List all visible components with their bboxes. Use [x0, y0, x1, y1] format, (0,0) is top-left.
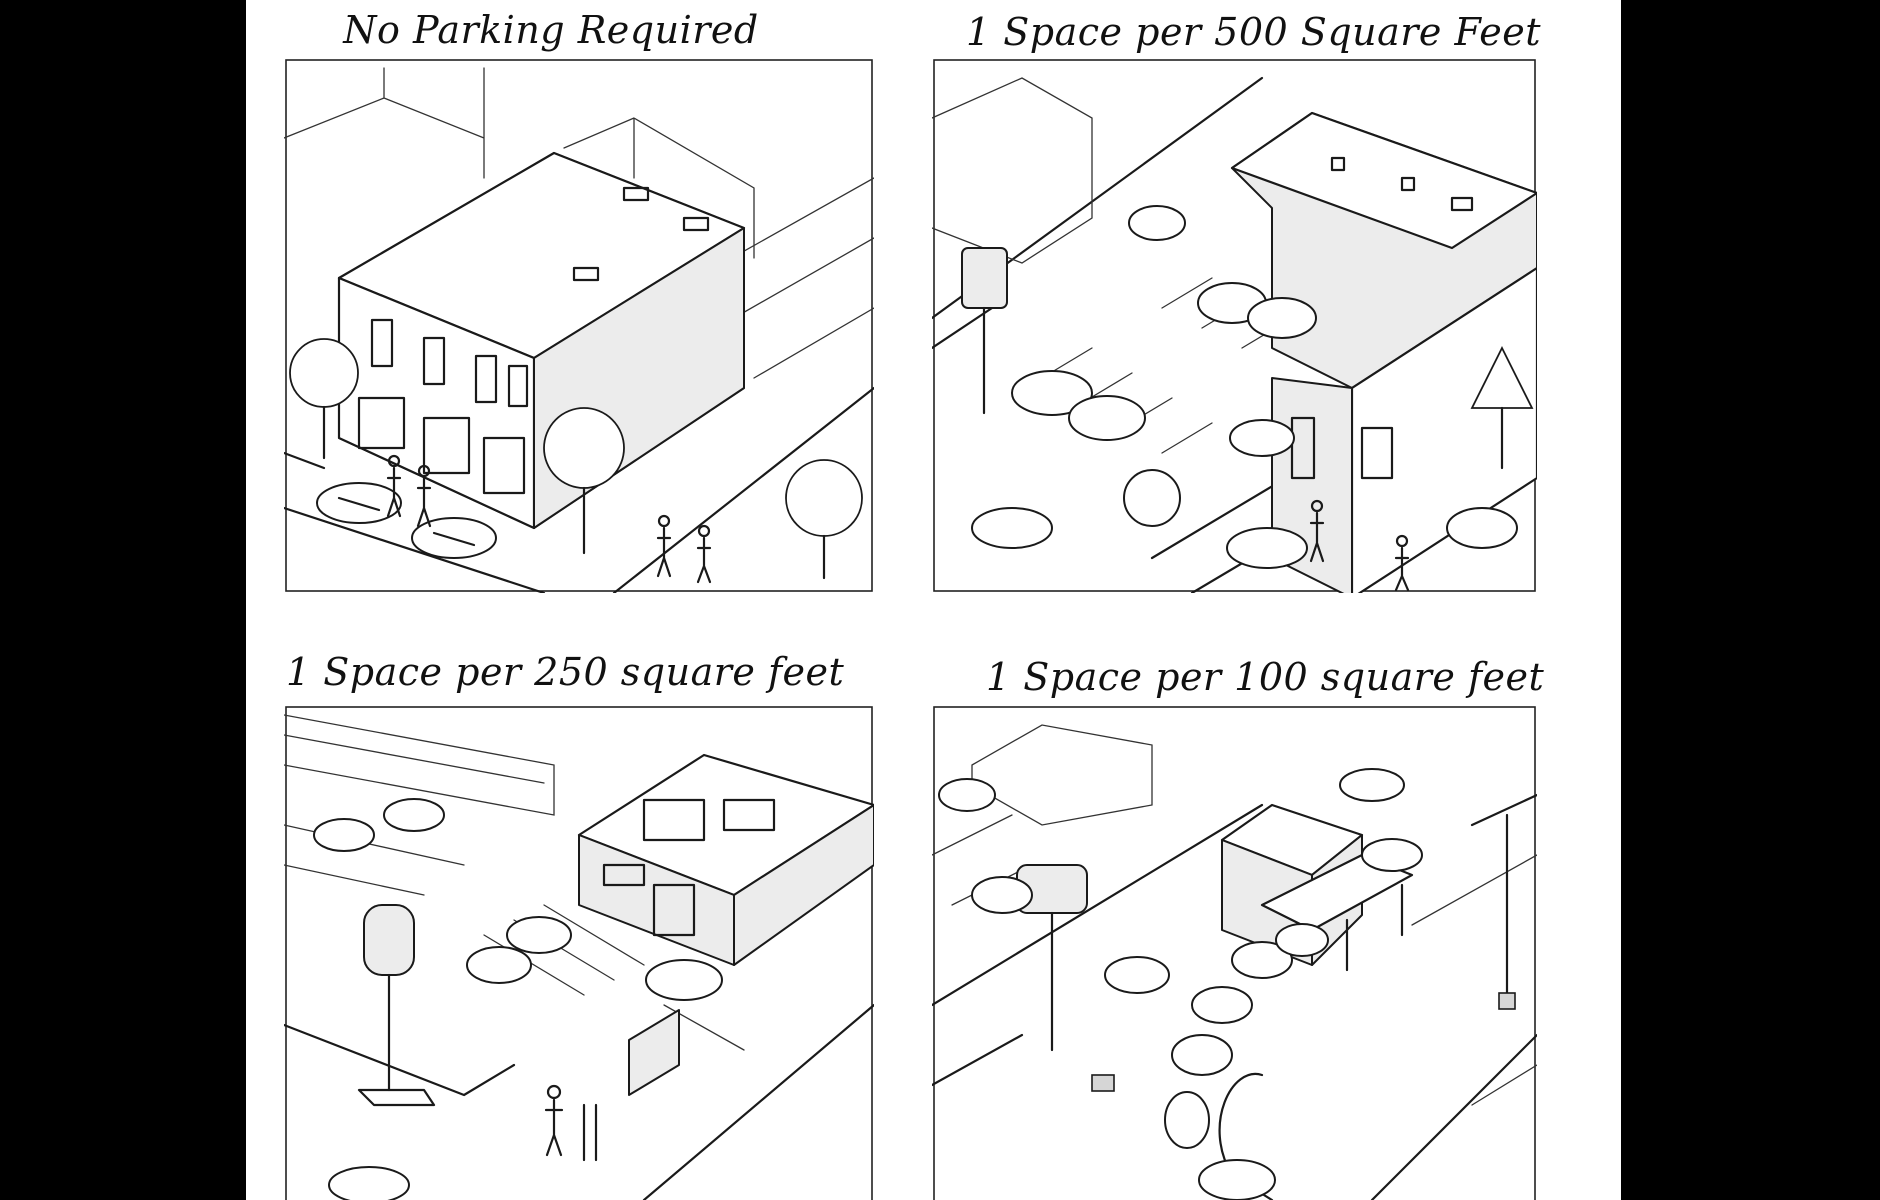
panel-4-title: 1 Space per 100 square feet	[986, 655, 1545, 699]
panel-2-title: 1 Space per 500 Square Feet	[966, 10, 1542, 54]
panel-3-title: 1 Space per 250 square feet	[286, 650, 845, 694]
panel-250-sqft	[284, 705, 874, 1200]
panel-500-sqft	[932, 58, 1537, 593]
panel-100-sqft	[932, 705, 1537, 1200]
panel-1-title: No Parking Required	[343, 8, 759, 52]
panel-no-parking	[284, 58, 874, 593]
illustration-sheet: No Parking Required 1 Space per 500 Squa…	[246, 0, 1621, 1200]
